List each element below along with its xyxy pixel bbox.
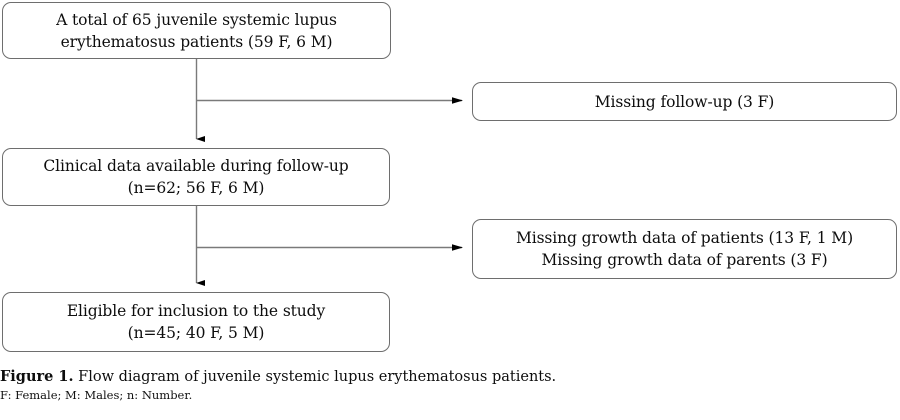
node-missing-follow-up: Missing follow-up (3 F) (472, 82, 897, 121)
diagram-connectors (195, 59, 463, 286)
figure-abbreviations-note: F: Female; M: Males; n: Number. (0, 388, 193, 403)
figure-caption-text: Flow diagram of juvenile systemic lupus … (73, 369, 557, 385)
flow-diagram: A total of 65 juvenile systemic lupus er… (2, 2, 897, 352)
node-eligible-for-inclusion: Eligible for inclusion to the study (n=4… (2, 292, 390, 352)
node-eligible-for-inclusion-text: Eligible for inclusion to the study (n=4… (66, 302, 326, 342)
figure-caption-block: Figure 1. Flow diagram of juvenile syste… (0, 368, 900, 403)
node-clinical-data-available: Clinical data available during follow-up… (2, 148, 390, 206)
node-total-patients-text: A total of 65 juvenile systemic lupus er… (56, 10, 337, 51)
figure-number-label: Figure 1. (0, 368, 74, 385)
node-missing-growth-data: Missing growth data of patients (13 F, 1… (472, 219, 897, 279)
node-total-patients: A total of 65 juvenile systemic lupus er… (2, 2, 391, 59)
node-clinical-data-available-text: Clinical data available during follow-up… (43, 157, 349, 197)
node-missing-growth-data-text: Missing growth data of patients (13 F, 1… (515, 229, 854, 269)
figure-caption: Figure 1. Flow diagram of juvenile syste… (0, 368, 900, 386)
node-missing-follow-up-text: Missing follow-up (3 F) (594, 92, 775, 111)
